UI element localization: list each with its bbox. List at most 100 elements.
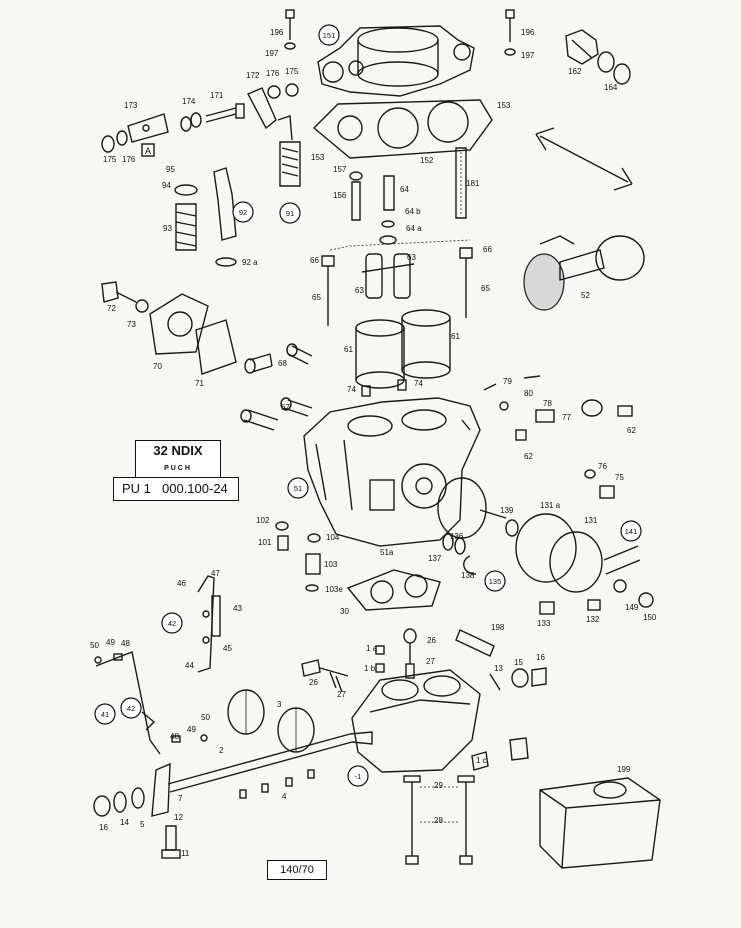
screw-72	[101, 281, 149, 313]
part-label-p29: 29	[434, 781, 443, 790]
page-reference: 140/70	[267, 860, 327, 880]
part-label-p14: 14	[120, 818, 129, 827]
throttle-shaft	[167, 731, 373, 793]
part-label-p175b: 175	[103, 155, 117, 164]
svg-text:91: 91	[286, 209, 294, 218]
gasket-71	[195, 319, 237, 375]
venturi-parts	[321, 239, 473, 326]
rod-48-50	[94, 651, 208, 755]
model-code-row: PU 1 000.100-24	[113, 477, 239, 501]
accelerator-pump-parts	[174, 115, 301, 267]
part-label-p149: 149	[625, 603, 639, 612]
part-label-p3: 3	[277, 700, 282, 709]
part-label-p102: 102	[256, 516, 270, 525]
part-label-p62b: 62	[524, 452, 533, 461]
idle-screws	[301, 628, 417, 693]
direction-arrow	[535, 127, 633, 191]
part-label-p171: 171	[210, 91, 224, 100]
choke-linkage-parts	[101, 83, 299, 153]
part-label-p172: 172	[246, 71, 260, 80]
part-label-p152: 152	[420, 156, 434, 165]
mounting-studs	[403, 775, 475, 865]
svg-text:92: 92	[239, 208, 247, 217]
cover-gasket-part	[312, 99, 493, 159]
part-label-p70: 70	[153, 362, 162, 371]
part-label-p136: 136	[450, 532, 464, 541]
part-label-p61a: 61	[344, 345, 353, 354]
part-label-p150: 150	[643, 613, 657, 622]
float-assembly	[523, 235, 645, 311]
part-label-p198: 198	[491, 623, 505, 632]
model-identification-box: 32 NDIX PUCH PU 1 000.100-24	[113, 440, 239, 514]
part-label-p79: 79	[503, 377, 512, 386]
fittings-74	[361, 379, 407, 397]
jets-and-tubes	[349, 147, 467, 245]
part-label-p1a: 1 a	[366, 644, 378, 653]
part-label-p71: 71	[195, 379, 204, 388]
svg-text:-1: -1	[355, 772, 362, 781]
linkage-198	[455, 629, 547, 691]
part-label-p7: 7	[178, 794, 183, 803]
part-label-p156: 156	[333, 191, 347, 200]
part-label-p50b: 50	[201, 713, 210, 722]
part-label-p16a: 16	[536, 653, 545, 662]
part-label-p138: 138	[461, 571, 475, 580]
part-label-p2: 2	[219, 746, 224, 755]
svg-text:51: 51	[294, 484, 302, 493]
part-label-p74b: 74	[414, 379, 423, 388]
callout-c51: 51	[287, 477, 309, 499]
jets-67-68	[240, 343, 313, 431]
part-label-p67: 67	[281, 403, 290, 412]
part-label-p62a: 62	[627, 426, 636, 435]
part-label-p197b: 197	[521, 51, 535, 60]
svg-text:41: 41	[101, 710, 109, 719]
part-label-p101: 101	[258, 538, 272, 547]
part-label-p95: 95	[166, 165, 175, 174]
svg-text:151: 151	[323, 31, 336, 40]
part-label-p49b: 49	[187, 725, 196, 734]
part-label-p68: 68	[278, 359, 287, 368]
part-label-p157: 157	[333, 165, 347, 174]
part-label-p12: 12	[174, 813, 183, 822]
box-a-letter: A	[145, 146, 151, 156]
callout-c151: 151	[318, 24, 340, 46]
part-label-p93: 93	[163, 224, 172, 233]
part-label-p1b: 1 b	[364, 664, 376, 673]
part-label-p176b: 176	[122, 155, 136, 164]
part-label-p65a: 65	[312, 293, 321, 302]
part-label-p74a: 74	[347, 385, 356, 394]
part-label-p28: 28	[434, 816, 443, 825]
part-label-p153a: 153	[497, 101, 511, 110]
part-label-p176a: 176	[266, 69, 280, 78]
part-label-p174: 174	[182, 97, 196, 106]
part-label-p64a: 64	[400, 185, 409, 194]
part-label-p175a: 175	[285, 67, 299, 76]
callout-c42b: 42	[120, 697, 142, 719]
part-label-p66a: 66	[310, 256, 319, 265]
part-label-p103: 103	[324, 560, 338, 569]
part-label-p196b: 196	[521, 28, 535, 37]
base-gasket-30	[346, 569, 441, 611]
part-label-p48a: 48	[121, 639, 130, 648]
part-label-p64c: 64 a	[406, 224, 422, 233]
carburetor-cover-part	[317, 25, 475, 97]
screw-196-left	[284, 9, 296, 50]
parts-132-133	[539, 599, 601, 615]
part-label-p94: 94	[162, 181, 171, 190]
part-label-p164: 164	[604, 83, 618, 92]
part-label-p13: 13	[494, 664, 503, 673]
parts-1a-1b-1c	[375, 645, 529, 771]
part-label-p27a: 27	[426, 657, 435, 666]
part-label-p75: 75	[615, 473, 624, 482]
part-label-p4: 4	[282, 792, 287, 801]
model-maker: PUCH	[135, 461, 221, 477]
part-label-p5: 5	[140, 820, 145, 829]
svg-text:141: 141	[625, 527, 638, 536]
part-label-p76: 76	[598, 462, 607, 471]
part-label-p11: 11	[181, 849, 190, 858]
part-label-p103e: 103e	[325, 585, 343, 594]
part-label-p66b: 66	[483, 245, 492, 254]
part-label-p173: 173	[124, 101, 138, 110]
part-label-p45: 45	[223, 644, 232, 653]
